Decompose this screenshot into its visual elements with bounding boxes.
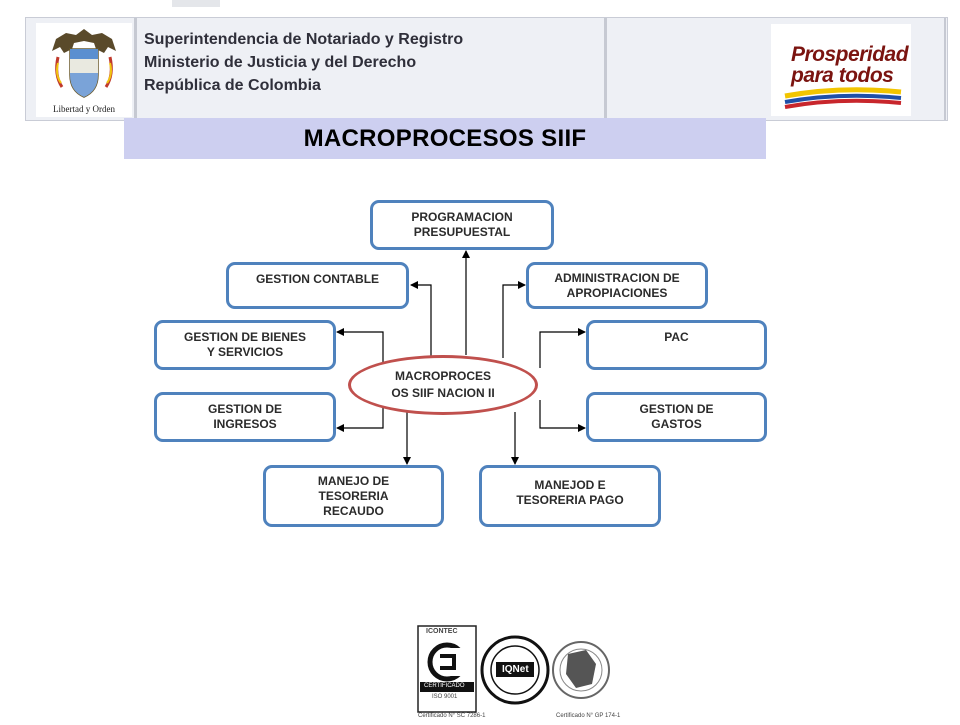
entity-name-block: Superintendencia de Notariado y Registro… bbox=[144, 28, 463, 97]
node-gestion-contable: GESTION CONTABLE bbox=[226, 262, 409, 309]
logo-line-para-todos: para todos bbox=[791, 64, 894, 87]
institutional-header: Libertad y Orden Superintendencia de Not… bbox=[25, 17, 948, 121]
flag-stripes-icon bbox=[784, 87, 902, 109]
logo-line-prosperidad: Prosperidad bbox=[791, 43, 909, 66]
page-title: MACROPROCESOS SIIF bbox=[124, 118, 766, 159]
entity-line-republica: República de Colombia bbox=[144, 77, 321, 94]
certification-logos: ICONTEC CERTIFICADO ISO 9001 IQNet Certi… bbox=[416, 624, 620, 720]
iqnet-label: IQNet bbox=[502, 664, 529, 675]
entity-line-ministerio: Ministerio de Justicia y del Derecho bbox=[144, 54, 417, 71]
colombia-crest-logo: Libertad y Orden bbox=[36, 23, 132, 117]
node-administracion-apropiaciones: ADMINISTRACION DE APROPIACIONES bbox=[526, 262, 708, 309]
node-manejo-tesoreria-recaudo: MANEJO DE TESORERIA RECAUDO bbox=[263, 465, 444, 527]
header-divider bbox=[944, 18, 946, 120]
crest-motto: Libertad y Orden bbox=[53, 104, 115, 114]
header-divider bbox=[134, 18, 137, 120]
node-macroprocesos-center: MACROPROCES OS SIIF NACION II bbox=[348, 355, 538, 415]
node-programacion-presupuestal: PROGRAMACION PRESUPUESTAL bbox=[370, 200, 554, 250]
arrow-to-pac bbox=[539, 328, 586, 368]
header-divider bbox=[604, 18, 607, 120]
arrow-to-contable bbox=[410, 281, 432, 358]
icontec-iso-label: ISO 9001 bbox=[432, 694, 458, 700]
entity-line-superintendencia: Superintendencia de Notariado y Registro bbox=[144, 31, 464, 48]
icontec-certificado-label: CERTIFICADO bbox=[424, 683, 465, 689]
arrow-to-ingresos bbox=[336, 400, 384, 432]
node-gestion-gastos: GESTION DE GASTOS bbox=[586, 392, 767, 442]
arrow-to-gastos bbox=[539, 400, 586, 432]
top-tab-fragment bbox=[172, 0, 220, 7]
coat-of-arms-icon bbox=[52, 29, 116, 98]
node-pac: PAC bbox=[586, 320, 767, 370]
prosperidad-logo: Prosperidad para todos bbox=[771, 24, 911, 116]
certification-seals-icon bbox=[417, 625, 610, 713]
node-gestion-ingresos: GESTION DE INGRESOS bbox=[154, 392, 336, 442]
arrow-to-administracion bbox=[502, 281, 526, 358]
certificate-number-2: Certificado N° GP 174-1 bbox=[556, 713, 621, 719]
icontec-label: ICONTEC bbox=[426, 628, 458, 635]
node-manejo-tesoreria-pago: MANEJOD E TESORERIA PAGO bbox=[479, 465, 661, 527]
certificate-number-1: Certificado N° SC 7286-1 bbox=[418, 713, 486, 719]
node-gestion-bienes-servicios: GESTION DE BIENES Y SERVICIOS bbox=[154, 320, 336, 370]
arrow-to-bienes bbox=[336, 328, 384, 368]
